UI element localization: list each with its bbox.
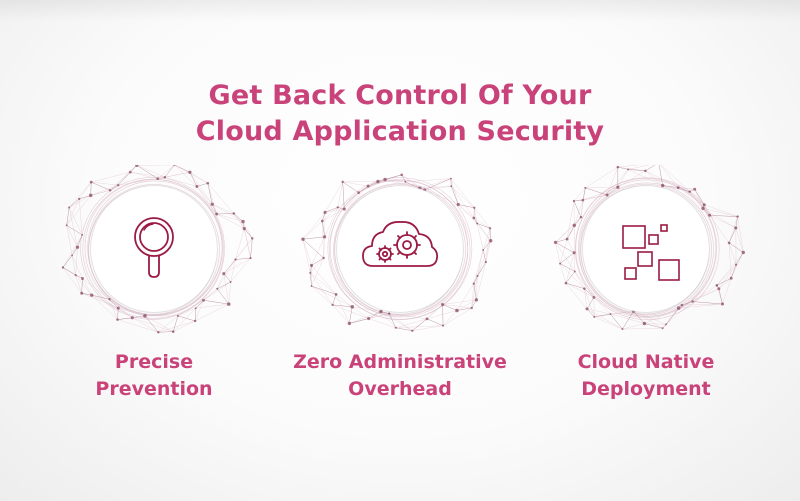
page-title: Get Back Control Of Your Cloud Applicati… xyxy=(0,78,800,150)
page-title-line-1: Get Back Control Of Your xyxy=(208,80,592,112)
page-title-line-2: Cloud Application Security xyxy=(195,116,605,148)
cloud-gears-icon xyxy=(362,221,439,267)
feature-label-line-2: Overhead xyxy=(348,378,452,400)
feature-label: Precise Prevention xyxy=(14,349,294,403)
squares-icon xyxy=(622,224,680,281)
feature-label-line-1: Precise xyxy=(114,351,194,373)
magnifier-icon xyxy=(134,217,174,278)
feature-circle xyxy=(583,186,709,312)
feature-label-line-2: Prevention xyxy=(95,378,213,400)
feature-label: Cloud Native Deployment xyxy=(506,349,786,403)
network-ring-decoration xyxy=(61,165,254,334)
feature-circle xyxy=(91,186,217,312)
feature-label-line-1: Cloud Native xyxy=(577,351,715,373)
feature-label-line-2: Deployment xyxy=(581,378,711,400)
feature-circle xyxy=(337,186,463,312)
network-ring-decoration xyxy=(553,165,745,331)
feature-label: Zero Administrative Overhead xyxy=(260,349,540,403)
top-shadow-bar xyxy=(0,0,800,22)
feature-label-line-1: Zero Administrative xyxy=(293,351,507,373)
